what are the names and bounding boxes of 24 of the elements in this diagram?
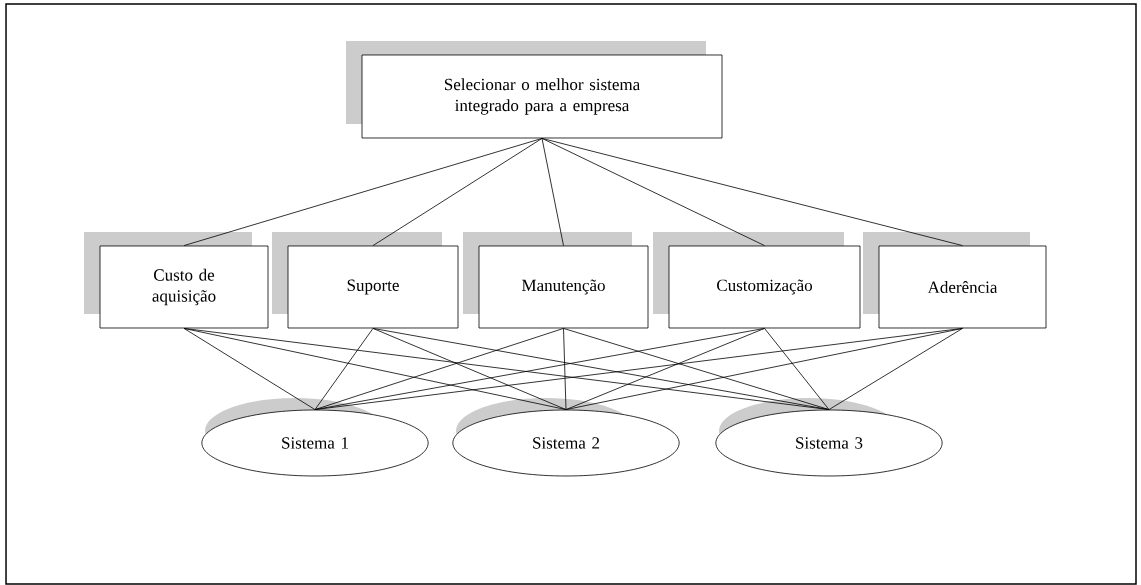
goal-box: Selecionar o melhor sistema integrado para a empresa xyxy=(346,41,723,139)
criterion-box: Customização xyxy=(653,232,861,329)
connector-line xyxy=(183,328,567,410)
connector-line xyxy=(314,328,765,410)
connector-line xyxy=(541,138,963,246)
connector-line xyxy=(563,328,830,410)
criterion-box: Custo de aquisição xyxy=(84,232,269,329)
connector-line xyxy=(183,138,543,246)
connector-line xyxy=(565,328,963,410)
connector-line xyxy=(372,138,543,246)
connector-line xyxy=(314,328,374,410)
connector-line xyxy=(828,328,963,410)
criterion-box: Manutenção xyxy=(463,232,649,329)
connector-line xyxy=(541,138,765,246)
connector-line xyxy=(563,328,567,410)
connector-line xyxy=(183,328,316,410)
connector-line xyxy=(764,328,830,410)
criterion-box: Aderência xyxy=(863,232,1047,329)
criterion-box: Suporte xyxy=(272,232,459,329)
connector-line xyxy=(314,328,564,410)
connector-line xyxy=(372,328,830,410)
connector-line xyxy=(541,138,564,246)
connector-line xyxy=(372,328,567,410)
connector-line xyxy=(565,328,765,410)
